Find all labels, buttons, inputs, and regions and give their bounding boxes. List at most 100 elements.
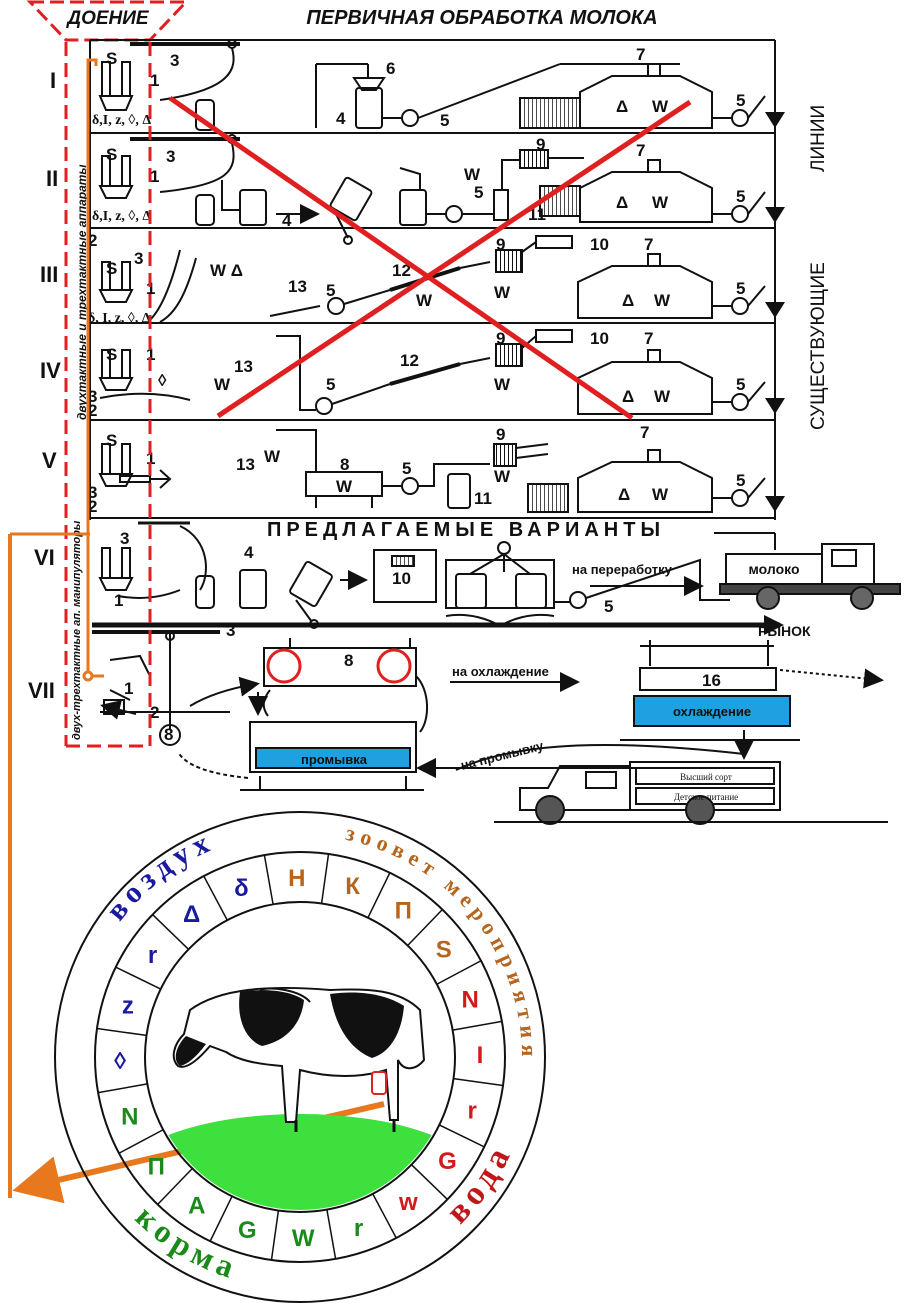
label: 9 [496,329,505,348]
row-roman-II: II [46,166,58,191]
wheel-segment-letter: N [462,986,479,1013]
label: Δ [622,291,634,310]
label: 3 [88,483,97,502]
label: 7 [636,141,645,160]
wheel-spoke [410,1164,448,1200]
label: 5 [326,375,335,394]
wheel-segment-letter: Н [288,865,305,892]
label: W [464,165,481,184]
label: 3 [120,529,129,548]
label: W [264,447,281,466]
label: 4 [282,211,292,230]
wheel-segment-letter: δ [234,875,249,902]
label: 10 [590,235,609,254]
wheel-segment-letter: W [292,1225,315,1252]
row-roman-III: III [40,262,58,287]
label: S [106,345,117,364]
label: W [416,291,433,310]
wheel-spoke [152,914,190,950]
market-label: РЫНОК [758,623,811,639]
wheel-spoke [320,853,330,904]
label: 3 [226,621,235,640]
row-VI-labels: 3 1 4 10 5 на переработку молоко [114,529,800,616]
wheel-label-air: воздух [99,824,219,927]
label: 2 [88,401,97,420]
label: W [214,375,231,394]
wheel-spoke [436,960,482,985]
vertical-label-existing: СУЩЕСТВУЮЩИЕ [808,262,829,430]
label: 7 [644,329,653,348]
label: 9 [536,135,545,154]
label: W [652,97,669,116]
row-VII [92,615,888,825]
label: Δ [618,485,630,504]
label: 5 [440,111,449,130]
row-II [98,134,766,245]
wheel-segment-letter: G [238,1217,257,1244]
wheel-spoke [372,1193,397,1239]
label: W [654,387,671,406]
wheel-spoke [115,966,162,990]
red-cross-mark [168,95,692,421]
label: 1 [146,345,155,364]
wheel-spoke [203,875,228,921]
wheel-segment-letter: П [395,898,412,925]
wheel-segment-letter: w [398,1189,418,1216]
washing-label: промывка [301,752,368,767]
wheel-segment-letter: ◊ [114,1048,126,1075]
vertical-label-manipulators: двух-трехтактные ап. манипуляторы [71,520,83,740]
row-roman-VII: VII [28,678,55,703]
wheel-spoke [157,1167,193,1205]
label: 8 [344,651,353,670]
label: 5 [736,187,745,206]
wheel-spoke [453,1077,504,1087]
outlet-arrows [765,112,785,512]
label: 5 [326,281,335,300]
label: 7 [636,45,645,64]
label: Δ [616,97,628,116]
wheel-segment-letter: S [436,937,452,964]
cooling-label: охлаждение [673,704,751,719]
label: 1 [146,449,155,468]
wheel-spoke [118,1129,164,1154]
milking-title: ДОЕНИЕ [65,8,150,29]
row-roman-IV: IV [40,358,61,383]
params: δ, I, z, ◊, Δ [88,311,151,326]
label: 7 [644,235,653,254]
wheel-segment-letter: A [188,1192,205,1219]
label: 13 [236,455,255,474]
label: 9 [496,425,505,444]
tank-bottom-label: Детское питание [674,792,738,802]
label: W [654,291,671,310]
params: δ,I, z, ◊, Δ [92,209,151,224]
label: W [336,477,353,496]
label: W [652,193,669,212]
to-processing-label: на переработку [572,562,673,577]
wheel-spoke [270,1210,280,1261]
label: 3 [170,51,179,70]
label: 8 [164,725,173,744]
label: 5 [736,91,745,110]
label: 2 [88,497,97,516]
label: 5 [474,183,483,202]
wheel-segment-letter: r [354,1215,363,1242]
label: 12 [400,351,419,370]
wheel-outer-ring [54,811,546,1303]
label: 5 [402,459,411,478]
to-cooling-label: на охлаждение [452,664,549,679]
label: 16 [702,671,721,690]
label: 10 [392,569,411,588]
label: S [106,259,117,278]
row-V [98,429,766,513]
label: 3 [88,387,97,406]
label: 5 [604,597,613,616]
label: S [106,145,117,164]
label: 7 [640,423,649,442]
label: 11 [474,489,492,508]
wheel-segment-letter: I [477,1042,484,1069]
label: 4 [336,109,346,128]
label: ◊ [158,371,167,390]
label: 12 [392,261,411,280]
wheel-spoke [97,1083,148,1094]
label: 2 [150,703,159,722]
